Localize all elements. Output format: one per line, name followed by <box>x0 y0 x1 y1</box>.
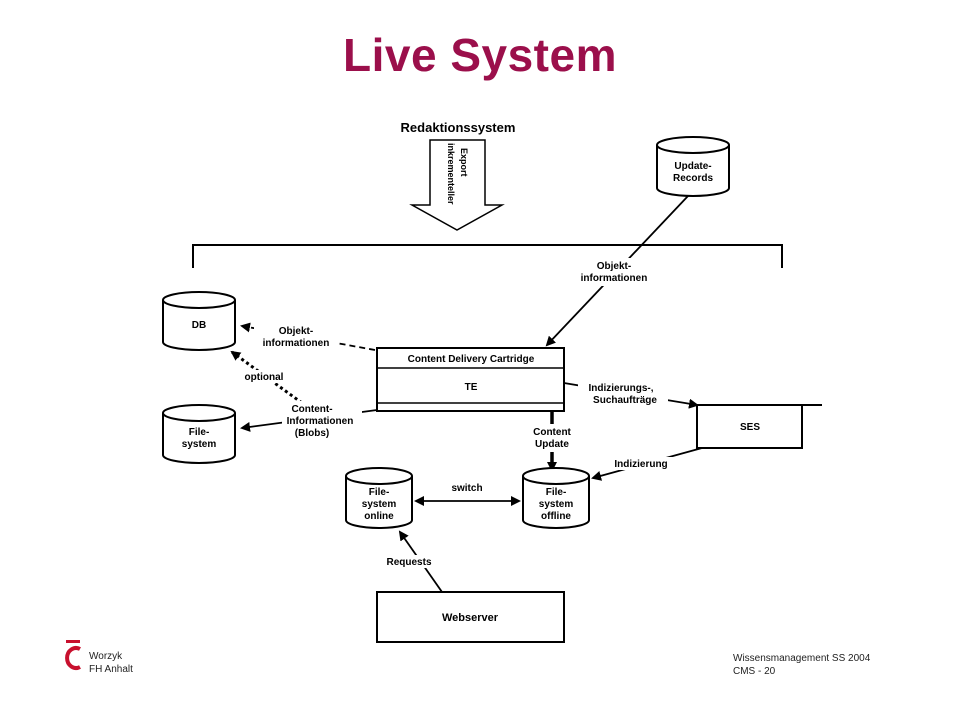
fs-online-label-3: online <box>364 511 394 522</box>
filesystem-label-2: system <box>182 439 217 450</box>
te-label: TE <box>465 382 478 393</box>
db-cylinder <box>162 291 236 351</box>
filesystem-label-1: File- <box>189 427 210 438</box>
fh-anhalt-logo-icon <box>62 640 84 676</box>
export-arrow <box>409 139 505 231</box>
filesystem-online-cylinder <box>345 467 413 529</box>
content-info-label-1: Content- <box>291 404 332 415</box>
export-arrow-label-2: Export <box>459 148 469 177</box>
objekt-info-right-label-1: Objekt- <box>597 261 631 272</box>
filesystem-cylinder <box>162 404 236 464</box>
ses-label: SES <box>740 422 760 433</box>
fs-online-label-2: system <box>362 499 397 510</box>
switch-label: switch <box>451 483 482 494</box>
objekt-info-left-label-2: informationen <box>263 338 330 349</box>
fs-offline-label-2: system <box>539 499 574 510</box>
content-delivery-cartridge-box <box>376 347 565 412</box>
content-update-label-1: Content <box>533 427 571 438</box>
update-records-cylinder <box>656 136 730 197</box>
webserver-box <box>376 591 565 643</box>
update-records-label-1: Update- <box>674 161 711 172</box>
footer-course: Wissensmanagement SS 2004 <box>733 653 871 664</box>
footer-page: CMS - 20 <box>733 666 776 677</box>
fs-offline-label-1: File- <box>546 487 567 498</box>
optional-label: optional <box>245 372 284 383</box>
indizierungs-label-1: Indizierungs-, <box>589 383 654 394</box>
fs-offline-label-3: offline <box>541 511 571 522</box>
objekt-info-right-label-2: informationen <box>581 273 648 284</box>
footer-author: Worzyk <box>89 651 123 662</box>
cdc-title: Content Delivery Cartridge <box>408 354 535 365</box>
system-bracket <box>192 244 783 268</box>
db-label: DB <box>192 320 206 331</box>
export-arrow-label-1: inkrementeller <box>446 143 456 205</box>
footer-left: Worzyk FH Anhalt <box>89 650 133 676</box>
content-update-label-2: Update <box>535 439 569 450</box>
slide-title: Live System <box>343 29 617 81</box>
content-info-label-3: (Blobs) <box>295 428 329 439</box>
ses-box <box>696 404 822 449</box>
objekt-info-left-label-1: Objekt- <box>279 326 313 337</box>
footer-institution: FH Anhalt <box>89 664 133 675</box>
fs-online-label-1: File- <box>369 487 390 498</box>
filesystem-offline-cylinder <box>522 467 590 529</box>
webserver-label: Webserver <box>442 612 499 624</box>
update-records-label-2: Records <box>673 173 713 184</box>
footer-right: Wissensmanagement SS 2004 CMS - 20 <box>733 652 870 678</box>
indizierungs-label-2: Suchaufträge <box>593 395 657 406</box>
indizierung-label: Indizierung <box>614 459 667 470</box>
content-info-label-2: Informationen <box>287 416 354 427</box>
source-system-label: Redaktionssystem <box>401 120 516 135</box>
requests-label: Requests <box>386 557 431 568</box>
